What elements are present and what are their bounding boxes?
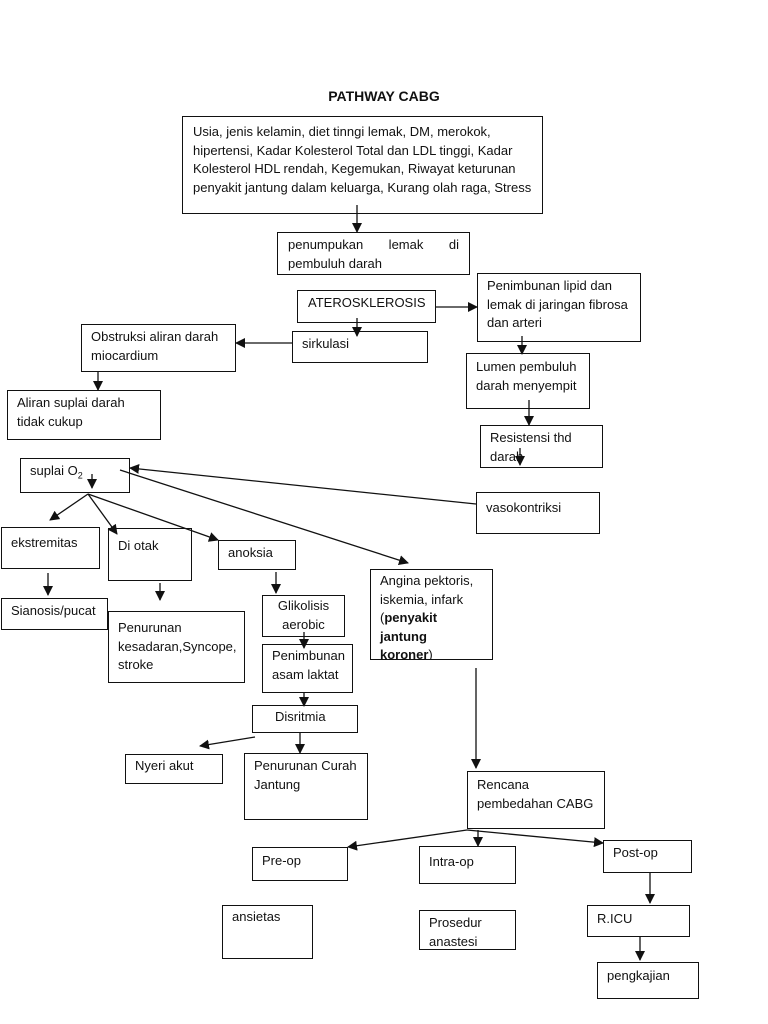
node-aliran-suplai: Aliran suplai darah tidak cukup [7, 390, 161, 440]
node-nyeri-akut: Nyeri akut [125, 754, 223, 784]
node-disritmia: Disritmia [252, 705, 358, 733]
node-penumpukan-line2: pembuluh darah [288, 255, 382, 271]
node-penumpukan-line1: penumpukan lemak di [288, 237, 459, 252]
node-sianosis: Sianosis/pucat [1, 598, 108, 630]
arrow [199, 736, 256, 750]
arrow [129, 463, 477, 505]
node-curah-jantung: Penurunan Curah Jantung [244, 753, 368, 820]
diagram-title: PATHWAY CABG [328, 88, 440, 104]
node-suplai-o2: suplai O2 [20, 458, 130, 493]
node-glikolisis: Glikolisis aerobic [262, 595, 345, 637]
suplai-o2-label: suplai O [30, 463, 78, 478]
node-pre-op: Pre-op [252, 847, 348, 881]
arrow [119, 469, 409, 565]
suplai-o2-subscript: 2 [77, 470, 83, 481]
node-vasokontriksi: vasokontriksi [476, 492, 600, 534]
node-prosedur-anastesi: Prosedur anastesi [419, 910, 516, 950]
arrow [347, 829, 468, 851]
arrow [466, 829, 604, 848]
angina-text: Angina pektoris, iskemia, infark ( [380, 573, 474, 625]
node-resistensi: Resistensi thd darah [480, 425, 603, 468]
arrow [87, 493, 219, 542]
node-ricu: R.ICU [587, 905, 690, 937]
node-post-op: Post-op [603, 840, 692, 873]
node-penumpukan-lemak: penumpukan lemak di pembuluh darah [277, 232, 470, 275]
angina-close: ) [428, 647, 433, 660]
node-angina: Angina pektoris, iskemia, infark (penyak… [370, 569, 493, 660]
node-di-otak: Di otak [108, 528, 192, 581]
node-lumen: Lumen pembuluh darah menyempit [466, 353, 590, 409]
node-ekstremitas: ekstremitas [1, 527, 100, 569]
node-penurunan-kesadaran: Penurunan kesadaran,Syncope, stroke [108, 611, 245, 683]
node-risk-factors: Usia, jenis kelamin, diet tinngi lemak, … [182, 116, 543, 214]
angina-bold-text: penyakit jantung koroner [380, 610, 438, 660]
node-pengkajian: pengkajian [597, 962, 699, 999]
arrow [87, 493, 118, 535]
node-obstruksi: Obstruksi aliran darah miocardium [81, 324, 236, 372]
node-penimbunan-lipid: Penimbunan lipid dan lemak di jaringan f… [477, 273, 641, 342]
node-intra-op: Intra-op [419, 846, 516, 884]
arrow [49, 493, 89, 521]
node-ansietas: ansietas [222, 905, 313, 959]
node-aterosklerosis: ATEROSKLEROSIS [297, 290, 436, 323]
node-anoksia: anoksia [218, 540, 296, 570]
node-rencana-cabg: Rencana pembedahan CABG [467, 771, 605, 829]
